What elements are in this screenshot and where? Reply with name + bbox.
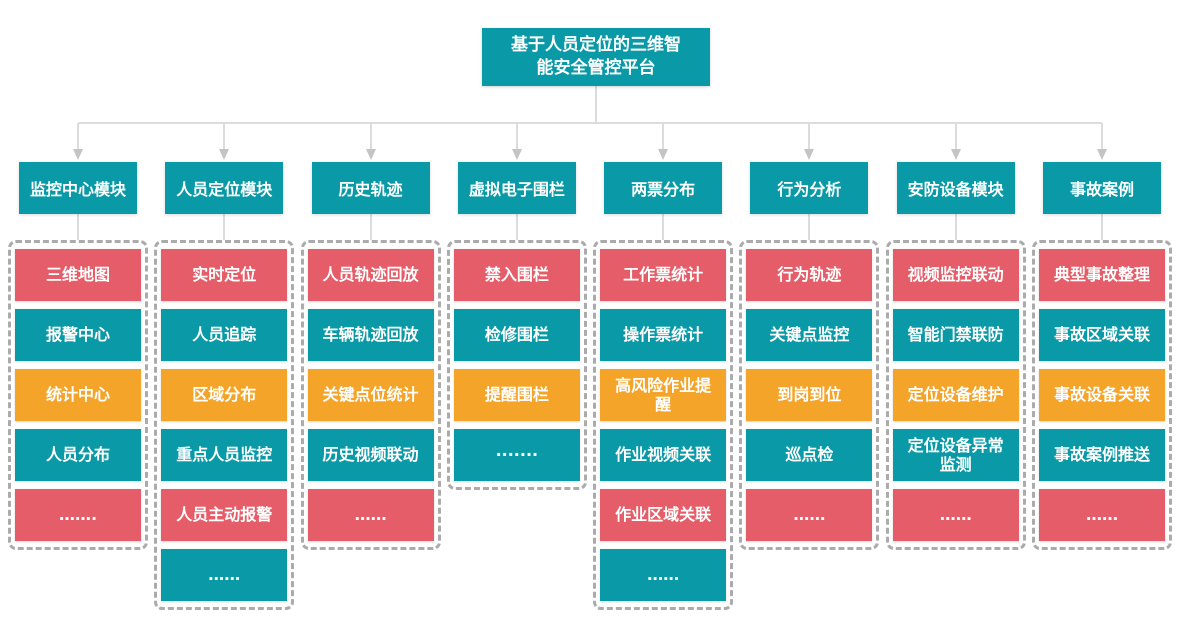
module-group: 典型事故整理 事故区域关联 事故设备关联 事故案例推送 ……: [1031, 240, 1172, 550]
feature-node: 定位设备异常监测: [892, 429, 1019, 481]
arrowhead-icon: [219, 149, 229, 160]
feature-node: 重点人员监控: [161, 429, 288, 481]
feature-node: 人员分布: [15, 429, 141, 481]
module-group: 三维地图 报警中心 统计中心 人员分布 …….: [8, 240, 148, 550]
feature-node: 实时定位: [161, 249, 288, 301]
module-header: 人员定位模块: [165, 162, 284, 214]
feature-node: 事故案例推送: [1038, 429, 1165, 481]
module-column: 虚拟电子围栏 禁入围栏 检修围栏 提醒围栏 ·······: [446, 162, 587, 610]
feature-node: 高风险作业提醒: [600, 369, 727, 421]
feature-node: 车辆轨迹回放: [307, 309, 434, 361]
feature-node: …….: [15, 489, 141, 541]
module-header: 监控中心模块: [19, 162, 137, 214]
feature-node: 到岗到位: [746, 369, 873, 421]
module-header: 行为分析: [750, 162, 869, 214]
feature-node: 提醒围栏: [453, 369, 580, 421]
feature-node: 人员轨迹回放: [307, 249, 434, 301]
feature-node: 巡点检: [746, 429, 873, 481]
feature-node: 定位设备维护: [892, 369, 1019, 421]
feature-node: 典型事故整理: [1038, 249, 1165, 301]
feature-node: 工作票统计: [600, 249, 727, 301]
feature-node: ……: [161, 549, 288, 601]
root-node-label: 基于人员定位的三维智能安全管控平台: [511, 35, 681, 78]
feature-node: 禁入围栏: [453, 249, 580, 301]
arrowhead-icon: [366, 149, 376, 160]
module-column: 人员定位模块 实时定位 人员追踪 区域分布 重点人员监控 人员主动报警 ……: [154, 162, 295, 610]
feature-node: 历史视频联动: [307, 429, 434, 481]
feature-node: ·······: [453, 429, 580, 481]
root-node: 基于人员定位的三维智能安全管控平台: [482, 28, 710, 86]
module-column: 历史轨迹 人员轨迹回放 车辆轨迹回放 关键点位统计 历史视频联动 ……: [300, 162, 441, 610]
module-group: 工作票统计 操作票统计 高风险作业提醒 作业视频关联 作业区域关联 ……: [593, 240, 734, 610]
module-header: 安防设备模块: [896, 162, 1015, 214]
feature-node: 事故设备关联: [1038, 369, 1165, 421]
module-column: 行为分析 行为轨迹 关键点监控 到岗到位 巡点检 ……: [739, 162, 880, 610]
module-group: 人员轨迹回放 车辆轨迹回放 关键点位统计 历史视频联动 ……: [300, 240, 441, 550]
module-header: 虚拟电子围栏: [457, 162, 576, 214]
feature-node: 统计中心: [15, 369, 141, 421]
feature-node: 报警中心: [15, 309, 141, 361]
module-column: 安防设备模块 视频监控联动 智能门禁联防 定位设备维护 定位设备异常监测 ……: [885, 162, 1026, 610]
feature-node: 人员主动报警: [161, 489, 288, 541]
arrowhead-icon: [951, 149, 961, 160]
feature-node: 检修围栏: [453, 309, 580, 361]
module-header: 两票分布: [604, 162, 723, 214]
module-group: 禁入围栏 检修围栏 提醒围栏 ·······: [446, 240, 587, 490]
feature-node: 区域分布: [161, 369, 288, 421]
module-group: 实时定位 人员追踪 区域分布 重点人员监控 人员主动报警 ……: [154, 240, 295, 610]
feature-node: 三维地图: [15, 249, 141, 301]
feature-node: ……: [600, 549, 727, 601]
feature-node: 事故区域关联: [1038, 309, 1165, 361]
feature-node: 行为轨迹: [746, 249, 873, 301]
module-column: 事故案例 典型事故整理 事故区域关联 事故设备关联 事故案例推送 ……: [1031, 162, 1172, 610]
feature-node: 关键点监控: [746, 309, 873, 361]
arrowhead-icon: [804, 149, 814, 160]
feature-node: 人员追踪: [161, 309, 288, 361]
feature-node: 作业视频关联: [600, 429, 727, 481]
feature-node: 作业区域关联: [600, 489, 727, 541]
module-header: 历史轨迹: [311, 162, 430, 214]
feature-node: 视频监控联动: [892, 249, 1019, 301]
feature-node: ……: [892, 489, 1019, 541]
feature-node: ……: [1038, 489, 1165, 541]
feature-node: ……: [746, 489, 873, 541]
module-columns: 监控中心模块 三维地图 报警中心 统计中心 人员分布 ……. 人员定位模块 实时…: [0, 162, 1180, 610]
feature-node: 操作票统计: [600, 309, 727, 361]
module-group: 视频监控联动 智能门禁联防 定位设备维护 定位设备异常监测 ……: [885, 240, 1026, 550]
module-group: 行为轨迹 关键点监控 到岗到位 巡点检 ……: [739, 240, 880, 550]
arrowhead-icon: [73, 149, 83, 160]
module-column: 监控中心模块 三维地图 报警中心 统计中心 人员分布 …….: [8, 162, 148, 610]
arrowhead-icon: [1097, 149, 1107, 160]
feature-node: 关键点位统计: [307, 369, 434, 421]
module-column: 两票分布 工作票统计 操作票统计 高风险作业提醒 作业视频关联 作业区域关联 ……: [593, 162, 734, 610]
feature-node: ……: [307, 489, 434, 541]
arrowhead-icon: [658, 149, 668, 160]
module-header: 事故案例: [1042, 162, 1161, 214]
feature-node: 智能门禁联防: [892, 309, 1019, 361]
arrowhead-icon: [512, 149, 522, 160]
